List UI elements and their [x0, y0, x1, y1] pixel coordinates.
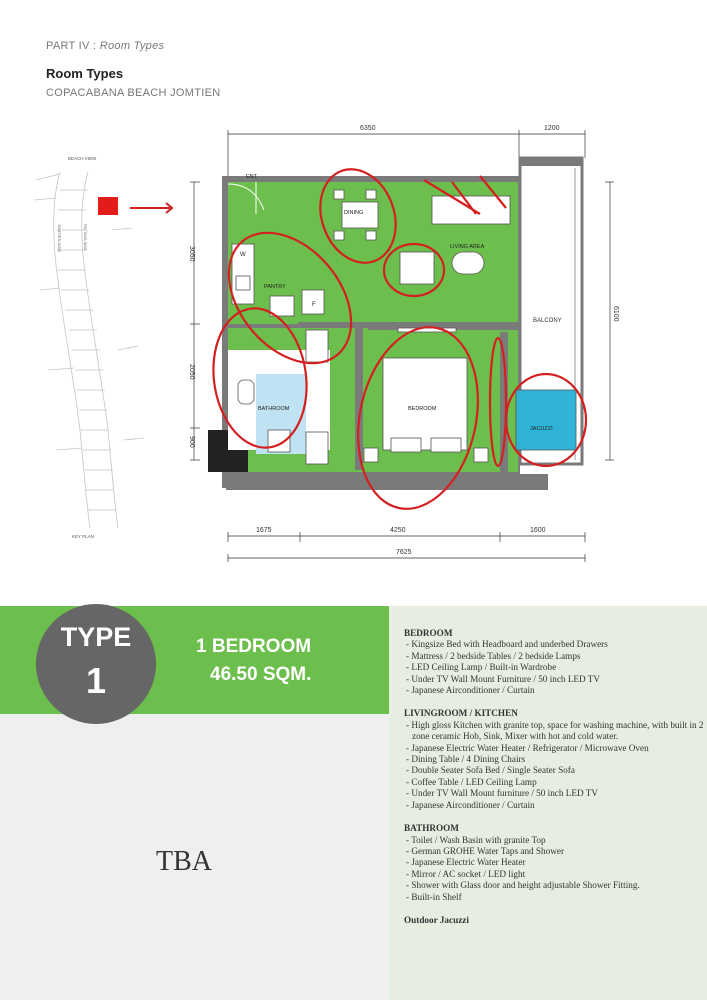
- spec-item: Japanese Airconditioner / Curtain: [404, 800, 704, 811]
- spec-item: Toilet / Wash Basin with granite Top: [404, 835, 704, 846]
- entrance-label: ENT.: [246, 174, 258, 180]
- spec-item: Japanese Airconditioner / Curtain: [404, 685, 704, 696]
- spec-item: Double Seater Sofa Bed / Single Seater S…: [404, 765, 704, 776]
- unit-size: 46.50 SQM.: [210, 664, 312, 685]
- spec-item: High gloss Kitchen with granite top, spa…: [404, 720, 704, 743]
- spec-heading: Outdoor Jacuzzi: [404, 914, 469, 925]
- spec-heading: BEDROOM: [404, 628, 453, 638]
- page-subtitle: COPACABANA BEACH JOMTIEN: [46, 87, 221, 99]
- spec-section-jacuzzi: Outdoor Jacuzzi: [404, 915, 704, 926]
- spec-item: Japanese Electric Water Heater: [404, 857, 704, 868]
- spec-item: Coffee Table / LED Ceiling Lamp: [404, 777, 704, 788]
- spec-item: Kingsize Bed with Headboard and underbed…: [404, 639, 704, 650]
- balcony-label: BALCONY: [533, 318, 562, 324]
- part-label: PART IV : Room Types: [46, 40, 164, 52]
- dim-top-balcony: 1200: [544, 125, 560, 132]
- dim-left-3: 900: [188, 436, 195, 448]
- spec-item: Dining Table / 4 Dining Chairs: [404, 754, 704, 765]
- bathroom-label: BATHROOM: [258, 406, 290, 412]
- type-number: 1: [85, 660, 107, 701]
- red-annotations: [212, 168, 588, 510]
- fridge-label: F: [312, 302, 316, 308]
- dim-bottom-2: 4250: [390, 527, 406, 534]
- jacuzzi-label: JACUZZI: [530, 426, 553, 432]
- dim-total: 7625: [396, 549, 412, 556]
- key-plan-jomtien-label: JOMTIEN SIDE: [57, 224, 62, 252]
- spec-item: Under TV Wall Mount furniture / 50 inch …: [404, 788, 704, 799]
- dim-left-1: 3050: [188, 246, 195, 262]
- spec-item: LED Ceiling Lamp / Built-in Wardrobe: [404, 662, 704, 673]
- spec-section-bathroom: BATHROOM Toilet / Wash Basin with granit…: [404, 823, 704, 903]
- washer-label: W: [240, 252, 246, 258]
- key-plan-unit-marker: [98, 197, 118, 215]
- dim-bottom-3: 1600: [530, 527, 546, 534]
- spec-heading: LIVINGROOM / KITCHEN: [404, 708, 518, 719]
- key-plan-caption: KEY PLAN: [72, 534, 94, 539]
- pantry-label: PANTRY: [264, 284, 286, 290]
- bedroom-label: BEDROOM: [408, 406, 437, 412]
- key-plan-arrow-icon: [130, 202, 174, 214]
- spec-item: Mattress / 2 bedside Tables / 2 bedside …: [404, 651, 704, 662]
- spec-item: Japanese Electric Water Heater / Refrige…: [404, 743, 704, 754]
- dining-label: DINING: [344, 210, 363, 216]
- spec-section-living-kitchen: LIVINGROOM / KITCHEN High gloss Kitchen …: [404, 708, 704, 811]
- dim-bottom-1: 1675: [256, 527, 272, 534]
- spec-section-bedroom: BEDROOM Kingsize Bed with Headboard and …: [404, 628, 704, 696]
- spec-item: German GROHE Water Taps and Shower: [404, 846, 704, 857]
- floor-plan: BEACH VIEW JOMTIEN SIDE PATTAYA SIDE KEY…: [33, 125, 619, 562]
- part-section: Room Types: [99, 40, 165, 52]
- page-title: Room Types: [46, 66, 124, 81]
- spec-item: Under TV Wall Mount Furniture / 50 inch …: [404, 674, 704, 685]
- bottom-wall: [226, 474, 548, 490]
- specs-list: BEDROOM Kingsize Bed with Headboard and …: [404, 628, 704, 926]
- living-area-label: LIVING AREA: [450, 244, 485, 250]
- dim-right: 6100: [612, 306, 619, 322]
- type-badge: TYPE 1: [36, 604, 156, 724]
- bedroom-count: 1 BEDROOM: [196, 636, 312, 657]
- dim-top-main: 6350: [360, 125, 376, 132]
- key-plan-beach-view-label: BEACH VIEW: [68, 156, 97, 161]
- spec-item: Shower with Glass door and height adjust…: [404, 880, 704, 891]
- key-plan: BEACH VIEW JOMTIEN SIDE PATTAYA SIDE KEY…: [33, 156, 174, 539]
- spec-item: Built-in Shelf: [404, 892, 704, 903]
- key-plan-building: [33, 171, 145, 529]
- type-word: TYPE: [60, 622, 132, 652]
- furniture: [231, 189, 577, 465]
- key-plan-pattaya-label: PATTAYA SIDE: [83, 224, 88, 251]
- dimension-lines: [190, 130, 614, 562]
- spec-item: Mirror / AC socket / LED light: [404, 869, 704, 880]
- dim-left-2: 2050: [188, 364, 195, 380]
- part-prefix: PART IV :: [46, 40, 100, 52]
- tba-text: TBA: [156, 846, 212, 877]
- spec-heading: BATHROOM: [404, 823, 459, 834]
